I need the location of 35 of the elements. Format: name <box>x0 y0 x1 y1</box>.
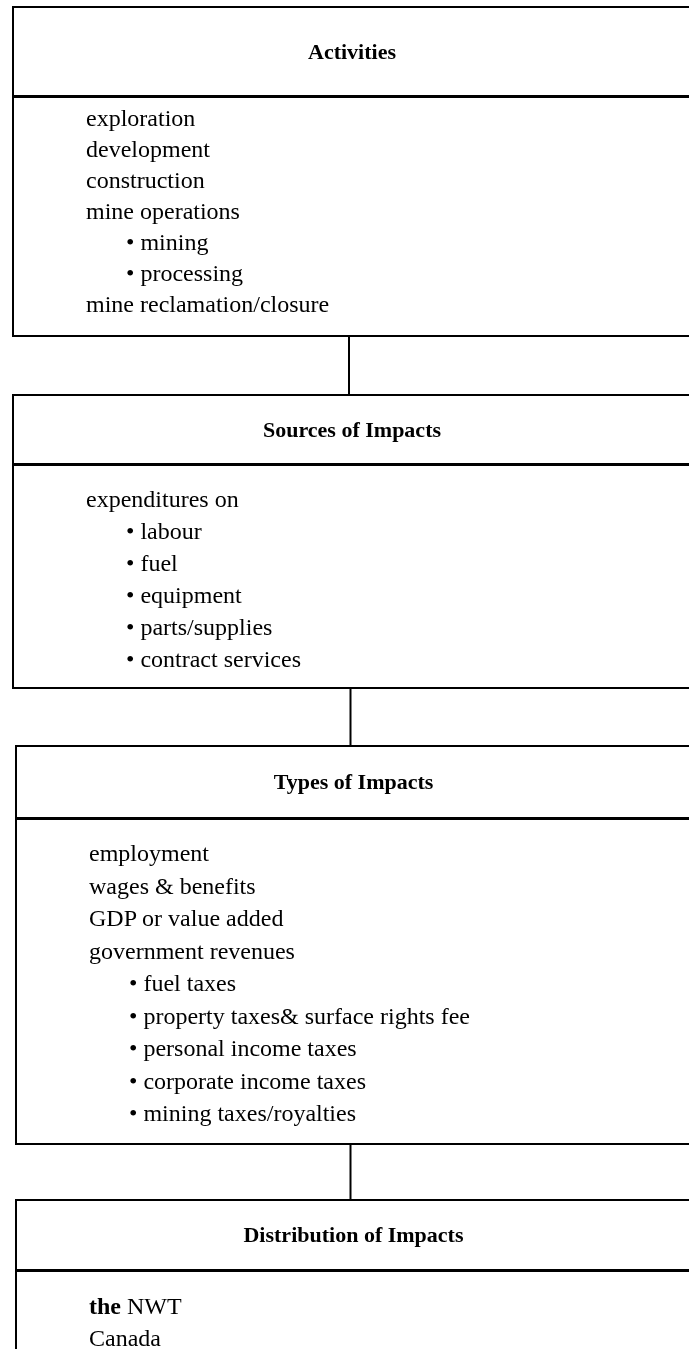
list-item: mine reclamation/closure <box>86 290 330 318</box>
box-heading: Sources of Impacts <box>263 416 441 443</box>
process-box <box>15 1199 689 1349</box>
list-item: Canada <box>89 1324 161 1349</box>
list-item: exploration <box>86 104 196 132</box>
list-item: development <box>86 135 210 163</box>
bullet-item: • processing <box>126 259 244 287</box>
list-item: construction <box>86 166 205 194</box>
box-heading: Activities <box>308 38 396 65</box>
bullet-item: • labour <box>126 517 202 545</box>
process-box <box>12 394 689 689</box>
list-item: employment <box>89 839 209 867</box>
connector-line <box>349 688 352 746</box>
list-item: GDP or value added <box>89 904 284 932</box>
list-item: government revenues <box>89 936 295 965</box>
box-heading: Distribution of Impacts <box>243 1222 464 1248</box>
bullet-item: • parts/supplies <box>126 613 273 641</box>
list-item: mine operations <box>86 197 240 225</box>
list-item: the NWT <box>89 1292 182 1320</box>
bullet-item: • personal income taxes <box>129 1034 357 1062</box>
process-box <box>15 745 689 1145</box>
bullet-item: • mining <box>126 228 209 256</box>
process-box <box>12 6 689 337</box>
bullet-item: • property taxes& surface rights fee <box>129 1001 470 1030</box>
connector-line <box>348 336 350 395</box>
list-item: expenditures on <box>86 485 239 513</box>
bullet-item: • contract services <box>126 645 301 673</box>
bullet-item: • fuel taxes <box>129 969 237 997</box>
list-item: wages & benefits <box>89 871 256 900</box>
connector-line <box>349 1144 352 1200</box>
bullet-item: • mining taxes/royalties <box>129 1099 357 1127</box>
bullet-item: • fuel <box>126 549 178 577</box>
bullet-item: • corporate income taxes <box>129 1066 366 1095</box>
bullet-item: • equipment <box>126 581 242 609</box>
box-heading: Types of Impacts <box>273 769 434 795</box>
